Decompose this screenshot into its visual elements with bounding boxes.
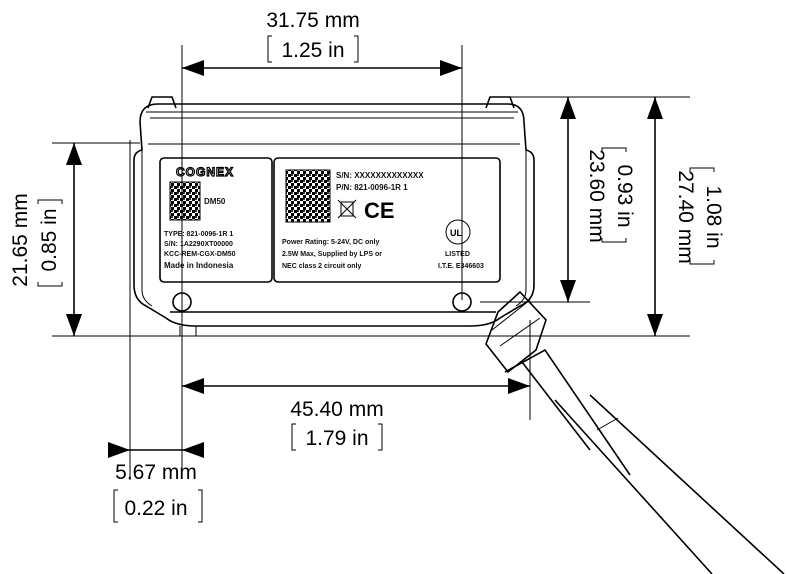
arrowhead — [647, 97, 663, 119]
weee-bin-icon — [337, 199, 357, 219]
arrowhead — [560, 280, 576, 302]
arrowhead — [66, 314, 82, 336]
kcc-text: KCC-REM-CGX-DM50 — [164, 251, 236, 258]
ul-file-text: I.T.E. E346603 — [438, 263, 484, 270]
power-rating-3: NEC class 2 circuit only — [282, 263, 361, 270]
arrowhead — [508, 378, 530, 394]
bracket-left — [113, 489, 118, 523]
label-panel-right — [273, 157, 501, 283]
part-number-text: P/N: 821-0096-1R 1 — [336, 183, 408, 192]
bracket-left — [267, 35, 272, 63]
svg-text:UL: UL — [450, 228, 462, 238]
dim-bottom-width-in: 1.79 in — [305, 427, 368, 450]
right-rib — [515, 150, 527, 307]
connector-ring-1 — [491, 299, 531, 331]
arrowhead — [182, 442, 204, 458]
bracket-top — [689, 167, 715, 172]
ce-mark-icon: CE — [364, 198, 395, 223]
brand-logo: COGNEX — [176, 165, 234, 179]
arrowhead — [66, 143, 82, 165]
power-rating-1: Power Rating: 5-24V, DC only — [282, 239, 379, 246]
dim-offset-in: 0.22 in — [124, 497, 187, 520]
power-rating-2: 2.5W Max, Supplied by LPS or — [282, 251, 382, 258]
label-area: COGNEX DM50 TYPE: 821-0096-1R 1 S/N: 1A2… — [159, 157, 501, 283]
ul-listed-icon: UL — [445, 219, 471, 245]
top-nub-right — [485, 96, 515, 109]
model-text: DM50 — [204, 197, 226, 206]
dim-top-width-mm: 31.75 mm — [266, 9, 359, 32]
bracket-left — [291, 423, 296, 451]
dim-right-inner-height-mm: 23.60 mm — [585, 149, 608, 242]
connector-ring-2 — [499, 317, 541, 347]
bracket-bottom — [37, 282, 63, 287]
dim-offset-mm: 5.67 mm — [115, 461, 197, 484]
origin-text: Made in Indonesia — [164, 261, 234, 270]
arrowhead — [108, 442, 130, 458]
type-text: TYPE: 821-0096-1R 1 — [164, 231, 233, 238]
bracket-right — [198, 489, 203, 523]
ul-listed-text: LISTED — [445, 251, 470, 258]
bracket-bottom — [601, 238, 627, 243]
bracket-bottom — [689, 260, 715, 265]
arrowhead — [647, 314, 663, 336]
cable-strain-relief-inner — [521, 361, 591, 451]
dim-right-outer-height-mm: 27.40 mm — [674, 170, 697, 263]
qr-code-left — [169, 181, 201, 221]
top-nub-left — [147, 96, 177, 109]
bracket-top — [601, 147, 627, 152]
cable-edge-left — [554, 399, 713, 574]
bracket-right — [378, 423, 383, 451]
bracket-right — [354, 35, 359, 63]
qr-code-right — [285, 169, 331, 223]
arrowhead — [440, 60, 462, 76]
cable-assembly — [485, 290, 785, 574]
dim-left-height-mm: 21.65 mm — [9, 193, 32, 286]
cable-band — [596, 417, 619, 431]
bracket-top — [37, 199, 63, 204]
housing-outline — [133, 103, 535, 327]
dimension-labels: 31.75 mm 1.25 in 45.40 mm 1.79 in 5.67 m… — [9, 9, 725, 523]
label-panel-left — [159, 157, 273, 283]
cable-edge-right — [589, 394, 785, 574]
dim-left-height-in: 0.85 in — [38, 208, 61, 271]
arrowhead — [560, 97, 576, 119]
dim-right-outer-height-in: 1.08 in — [702, 185, 725, 248]
serial-right-text: S/N: XXXXXXXXXXXXX — [336, 171, 424, 180]
dim-top-width-in: 1.25 in — [281, 39, 344, 62]
left-rib — [141, 150, 153, 307]
cable-connector — [485, 290, 547, 374]
dimension-lines — [52, 45, 690, 480]
arrowhead — [182, 60, 204, 76]
arrowhead — [182, 378, 204, 394]
cable-strain-relief — [504, 348, 631, 476]
dim-right-inner-height-in: 0.93 in — [613, 164, 636, 227]
dim-bottom-width-mm: 45.40 mm — [290, 398, 383, 421]
serial-left-text: S/N: 1A2290XT00000 — [164, 241, 233, 248]
